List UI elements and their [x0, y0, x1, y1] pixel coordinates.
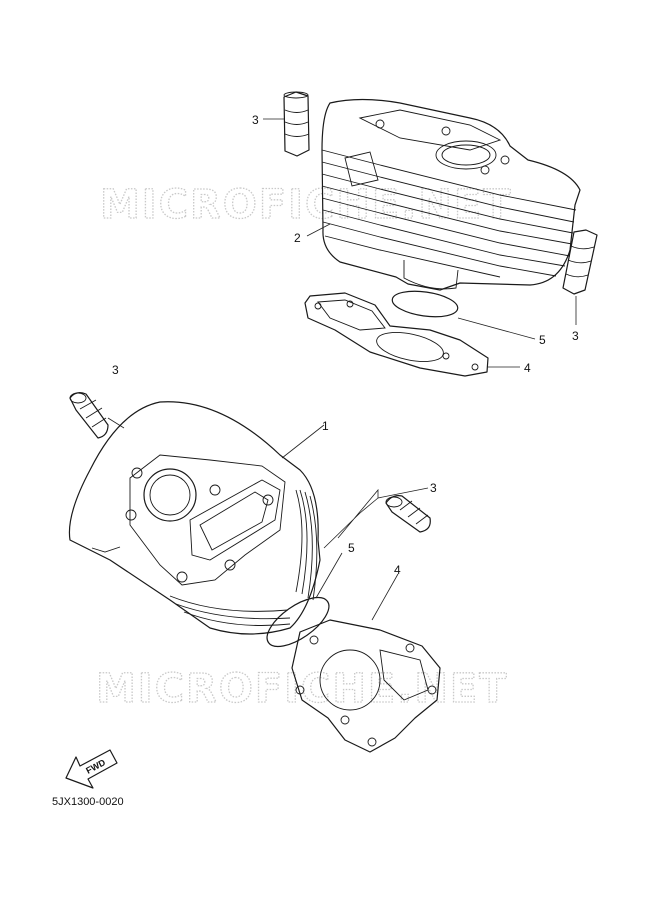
callout-3-lower-right: 3	[430, 481, 437, 495]
callout-5-lower: 5	[348, 541, 355, 555]
dowel-pin-lower-right	[385, 495, 431, 533]
o-ring-upper	[391, 290, 459, 318]
fwd-arrow-icon: FWD	[65, 749, 118, 789]
cylinder-lower	[68, 401, 321, 635]
dowel-pin-upper-left	[283, 91, 310, 157]
watermark-top: MICROFICHE.NET	[100, 182, 513, 228]
cylinder-upper	[321, 98, 581, 291]
callout-3-upper-right: 3	[572, 329, 579, 343]
callout-3-upper-left: 3	[252, 113, 259, 127]
callout-4-upper: 4	[524, 361, 531, 375]
callout-1: 1	[322, 419, 329, 433]
o-ring-lower	[266, 596, 330, 648]
callout-2: 2	[294, 231, 301, 245]
callout-5-upper: 5	[539, 333, 546, 347]
callout-3-lower-left: 3	[112, 363, 119, 377]
callout-4-lower: 4	[394, 563, 401, 577]
fwd-label: FWD	[84, 757, 107, 776]
gasket-lower	[291, 619, 441, 753]
diagram-part-number: 5JX1300-0020	[52, 796, 124, 808]
dowel-pin-upper-right	[562, 229, 598, 295]
dowel-pin-lower-left	[69, 392, 109, 439]
gasket-upper	[304, 292, 489, 377]
watermark-bottom: MICROFICHE.NET	[96, 666, 509, 712]
